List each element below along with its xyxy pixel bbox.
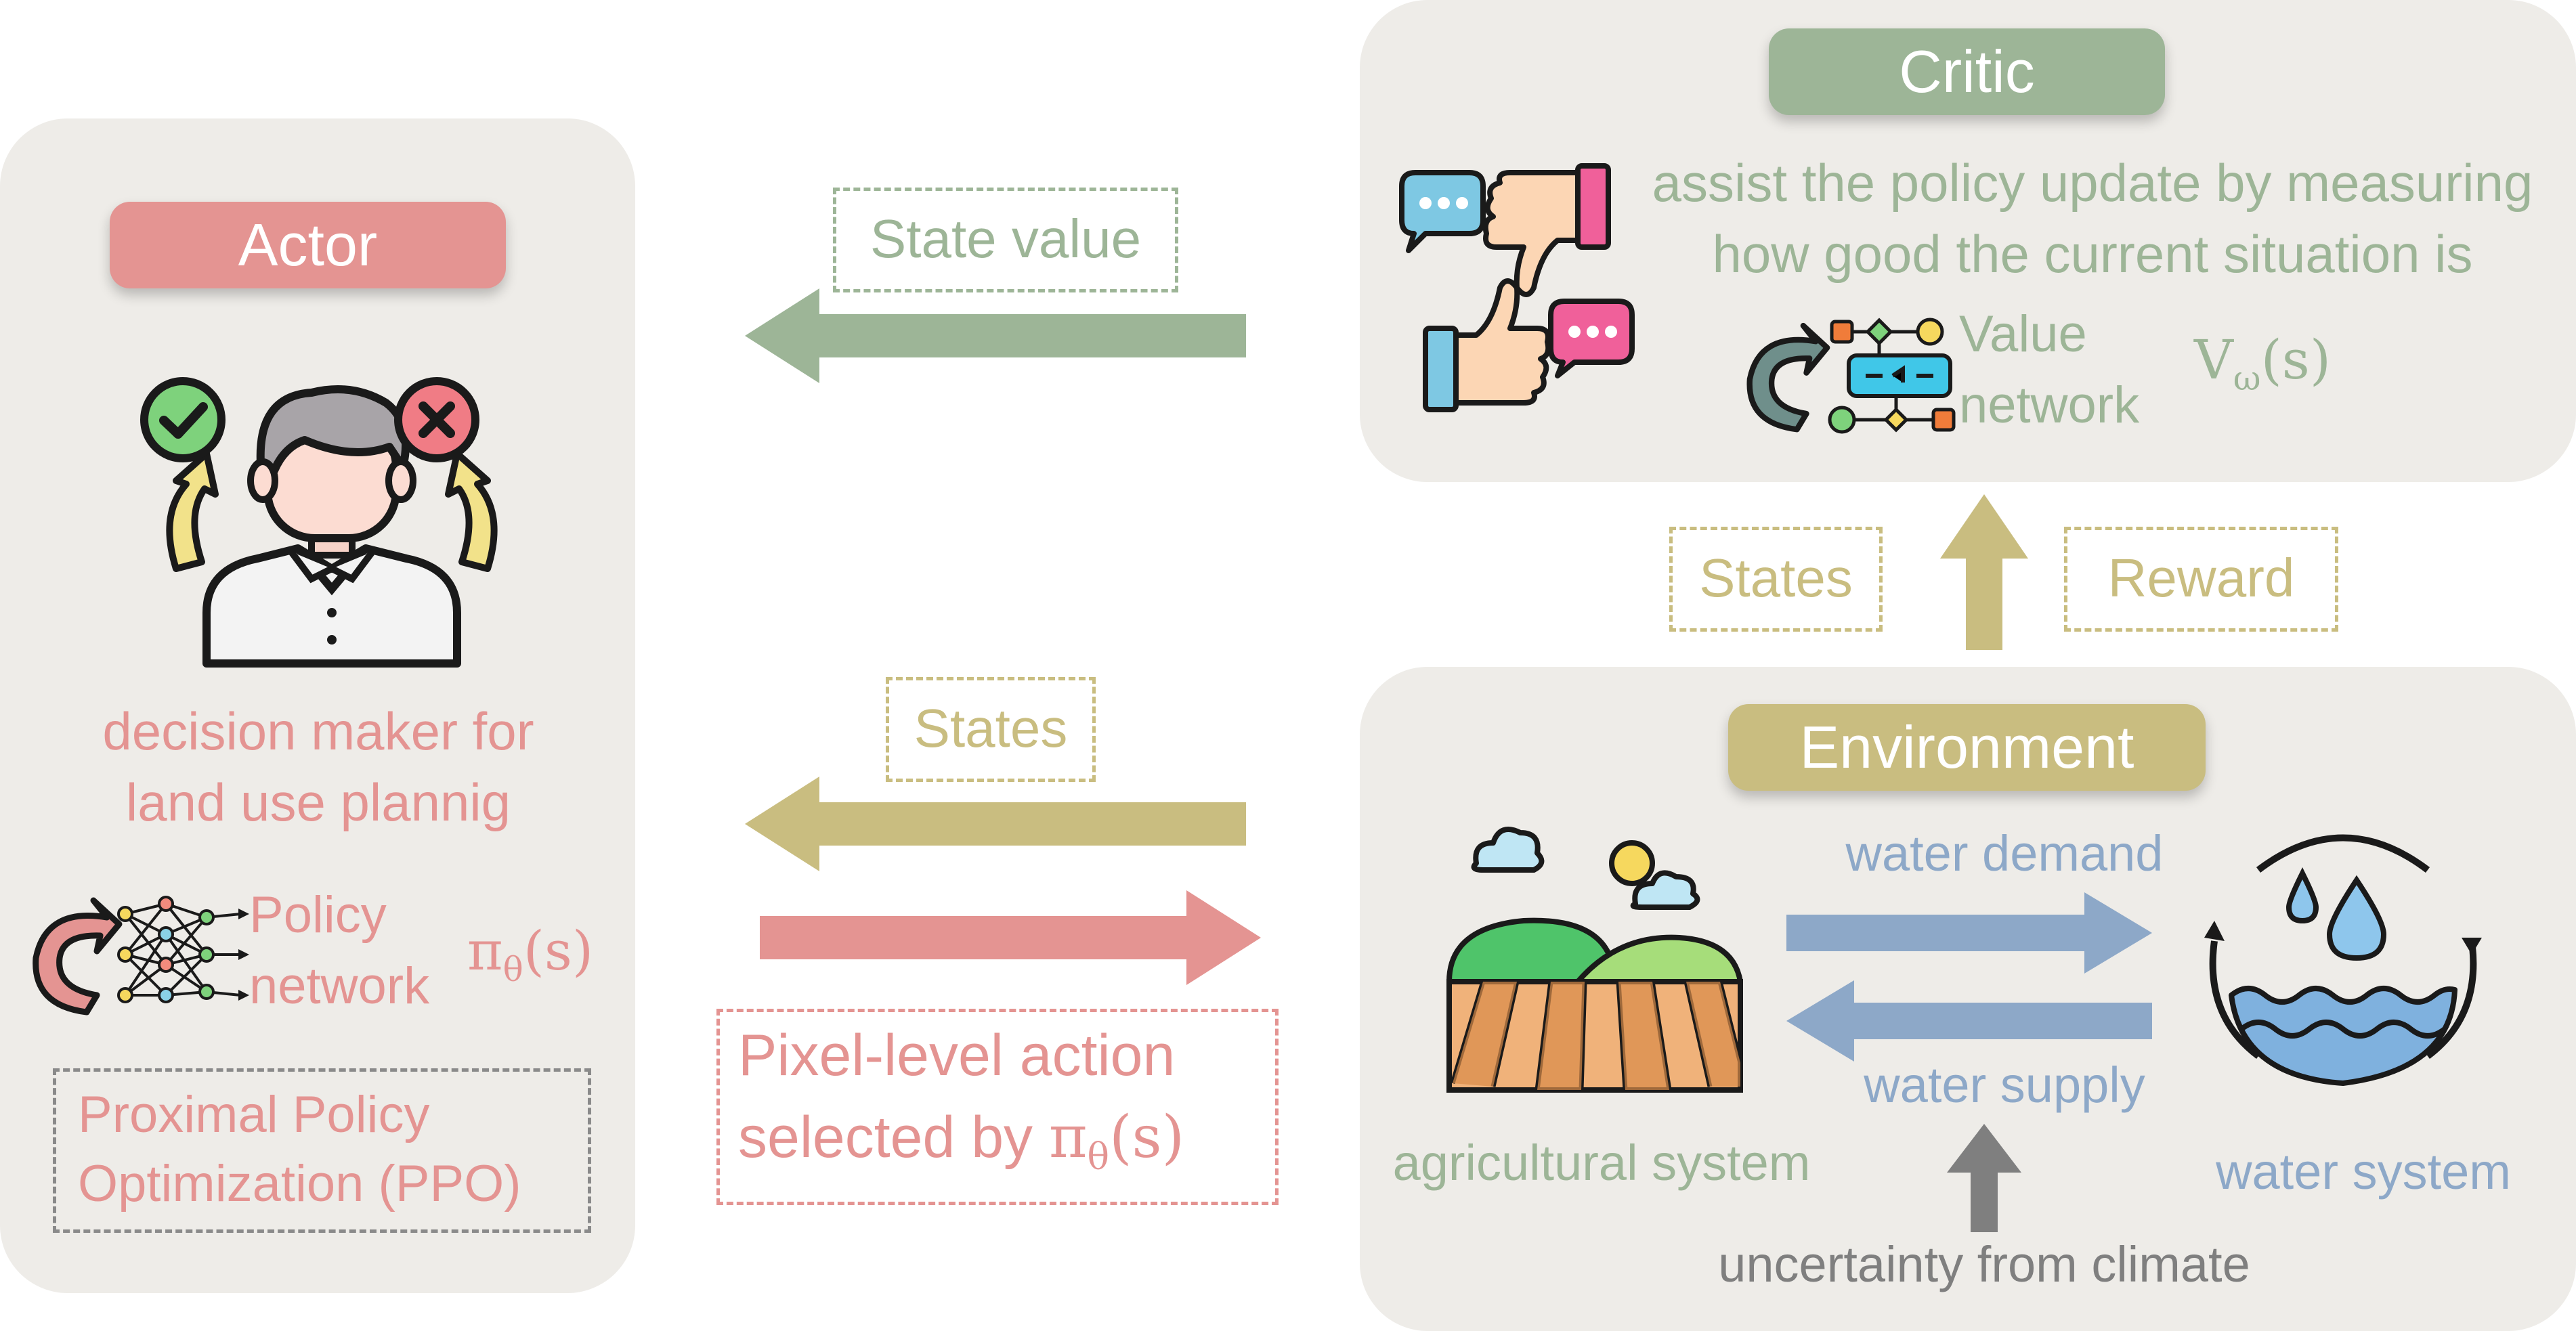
farmland-icon bbox=[1446, 827, 1743, 1093]
critic-description-line1: assist the policy update by measuring bbox=[1652, 153, 2533, 213]
environment-title: Environment bbox=[1728, 704, 2206, 791]
person-icon bbox=[166, 385, 498, 668]
value-network-icon bbox=[1828, 318, 1956, 434]
action-symbol-subscript: θ bbox=[1087, 1135, 1109, 1179]
climate-uncertainty-arrow bbox=[1947, 1124, 2021, 1232]
policy-network-label-line2: network bbox=[249, 957, 430, 1015]
actor-panel bbox=[0, 118, 635, 1293]
water-demand-arrow bbox=[1786, 892, 2152, 974]
water-supply-label: water supply bbox=[1864, 1057, 2145, 1113]
ppo-label-line1: Proximal Policy bbox=[78, 1086, 430, 1143]
action-label-line2: selected by πθ(s) bbox=[738, 1104, 1184, 1178]
ppo-box bbox=[53, 1068, 591, 1233]
reward-label: Reward bbox=[2107, 548, 2295, 608]
value-symbol-arg: (s) bbox=[2260, 328, 2332, 391]
value-network-label-line2: network bbox=[1959, 376, 2140, 434]
state-value-label: State value bbox=[870, 209, 1142, 269]
action-label-prefix: selected by bbox=[738, 1105, 1049, 1170]
check-icon bbox=[140, 377, 226, 462]
uncertainty-label: uncertainty from climate bbox=[1718, 1236, 2250, 1292]
states-to-critic-box bbox=[1669, 527, 1883, 632]
policy-symbol: πθ(s) bbox=[467, 919, 593, 989]
critic-title: Critic bbox=[1769, 28, 2165, 115]
action-label-line1: Pixel-level action bbox=[738, 1023, 1176, 1088]
value-symbol-subscript: ω bbox=[2233, 359, 2261, 398]
action-symbol-arg: (s) bbox=[1109, 1104, 1185, 1171]
actor-description-line1: decision maker for bbox=[102, 701, 534, 761]
neural-network-icon bbox=[117, 896, 249, 1003]
actor-title: Actor bbox=[110, 202, 506, 288]
critic-description-line2: how good the current situation is bbox=[1712, 224, 2473, 284]
value-symbol: Vω(s) bbox=[2194, 328, 2331, 398]
agricultural-system-label: agricultural system bbox=[1392, 1135, 1811, 1191]
ppo-label-line2: Optimization (PPO) bbox=[78, 1155, 521, 1213]
states-to-critic-label: States bbox=[1699, 548, 1853, 608]
value-symbol-v: V bbox=[2194, 328, 2233, 391]
state-value-box bbox=[833, 188, 1178, 292]
reward-box bbox=[2064, 527, 2338, 632]
policy-symbol-arg: (s) bbox=[523, 919, 594, 982]
water-demand-label: water demand bbox=[1845, 825, 2164, 881]
states-to-actor-label: States bbox=[914, 698, 1068, 758]
states-to-actor-box bbox=[886, 677, 1096, 782]
policy-symbol-subscript: θ bbox=[502, 950, 523, 989]
action-arrow bbox=[760, 890, 1261, 985]
cycle-arrow-icon bbox=[33, 897, 123, 1016]
states-to-actor-arrow bbox=[745, 777, 1246, 871]
water-system-label: water system bbox=[2216, 1143, 2511, 1200]
cycle-arrow-icon bbox=[1746, 322, 1830, 433]
policy-symbol-pi: π bbox=[467, 919, 503, 982]
cross-icon bbox=[394, 377, 479, 462]
action-symbol-pi: π bbox=[1048, 1104, 1088, 1171]
value-network-label-line1: Value bbox=[1959, 305, 2087, 363]
feedback-thumbs-icon bbox=[1399, 163, 1635, 412]
water-cycle-icon bbox=[2204, 834, 2482, 1086]
states-reward-arrow bbox=[1940, 494, 2028, 650]
actor-description-line2: land use plannig bbox=[125, 772, 511, 832]
action-box bbox=[716, 1009, 1279, 1205]
state-value-arrow bbox=[745, 288, 1246, 383]
water-supply-arrow bbox=[1786, 980, 2152, 1062]
policy-network-label-line1: Policy bbox=[249, 886, 387, 944]
